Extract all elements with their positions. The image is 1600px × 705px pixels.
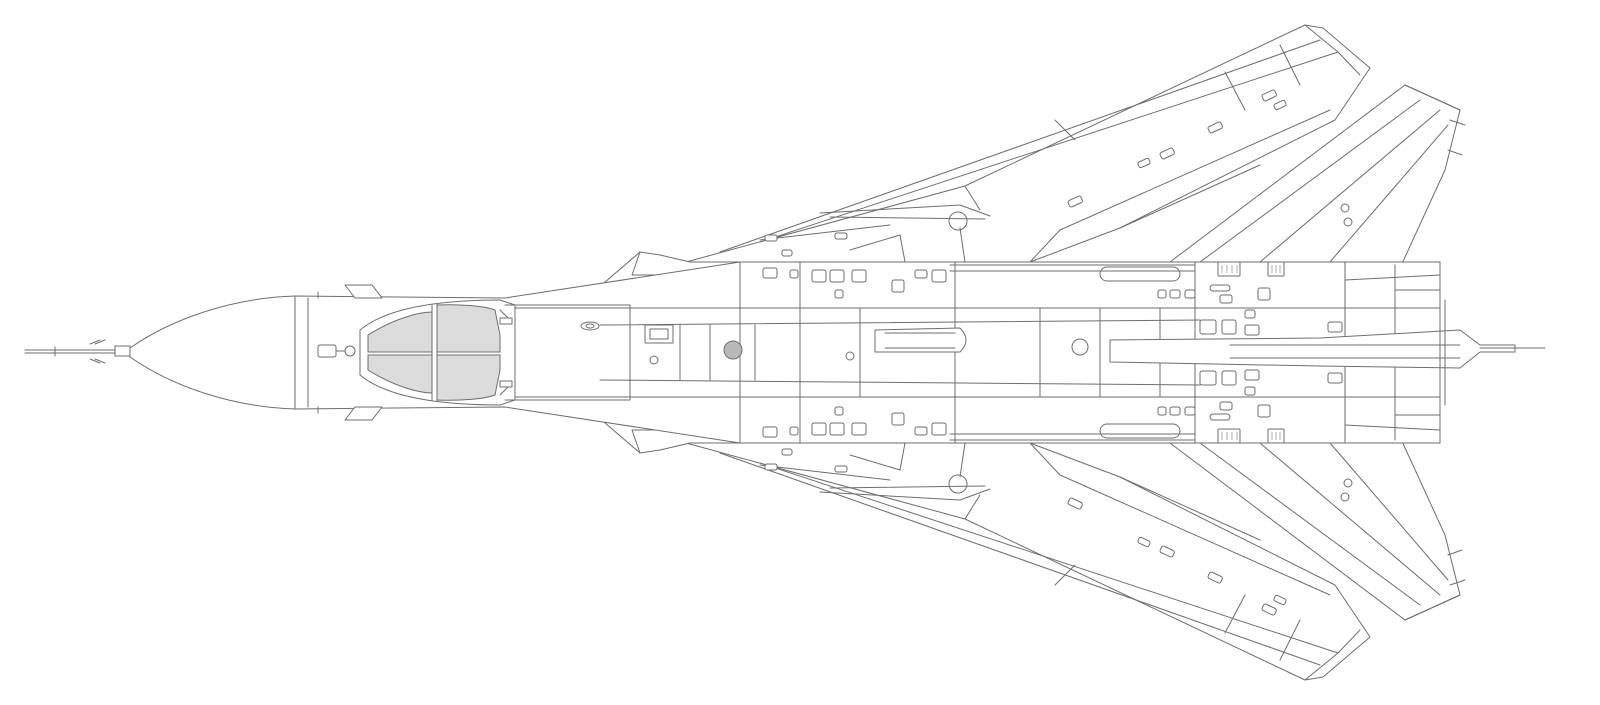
lower-wing <box>685 442 1371 681</box>
canopy <box>359 299 631 406</box>
lower-stabilizer <box>1169 436 1466 621</box>
upper-wing <box>685 24 1371 263</box>
spine-details <box>580 321 1089 365</box>
lower-side-panels <box>762 369 1343 444</box>
nose-side-probes <box>317 284 383 421</box>
upper-side-panels <box>762 261 1343 336</box>
nose-sensor-mount <box>317 344 356 358</box>
vertical-fin <box>1109 261 1546 444</box>
nose-pitot-probe <box>24 339 131 364</box>
